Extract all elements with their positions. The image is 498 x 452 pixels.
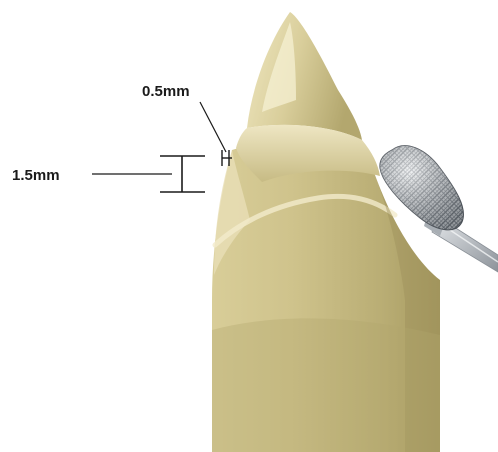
tooth-cervical-shading bbox=[212, 318, 440, 452]
dimension-annotations: 0.5mm 1.5mm bbox=[12, 83, 232, 192]
small-dimension-leader bbox=[200, 102, 226, 152]
tooth-incisal-tip bbox=[247, 12, 362, 140]
tooth bbox=[212, 12, 440, 452]
large-dimension-marker bbox=[92, 156, 205, 192]
small-dimension-label: 0.5mm bbox=[142, 83, 190, 100]
large-dimension-label: 1.5mm bbox=[12, 167, 60, 184]
